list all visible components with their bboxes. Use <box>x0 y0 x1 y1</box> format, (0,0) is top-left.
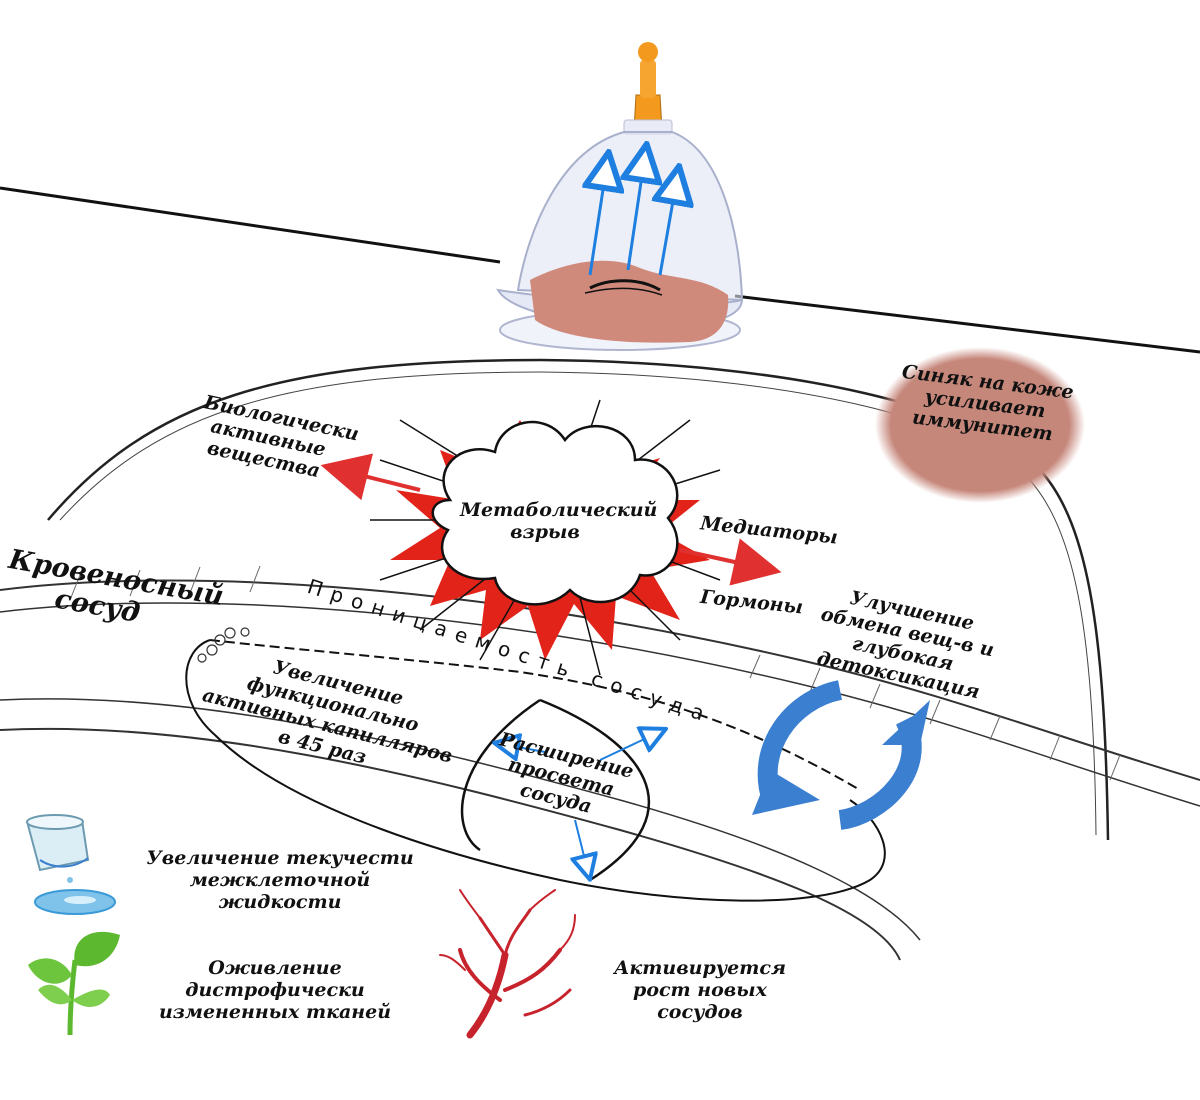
fluid-flow-label: Увеличение текучести межклеточной жидкос… <box>146 847 414 913</box>
water-glass-icon <box>26 814 116 915</box>
lumen-expansion-arrows <box>506 734 655 868</box>
metabolic-burst-label: Метаболический взрыв <box>460 499 658 543</box>
capillary-loop <box>185 639 886 902</box>
vessel-tree-icon <box>439 889 576 1039</box>
lumen-cross-section <box>460 698 651 882</box>
skin-bump <box>530 260 729 343</box>
vessel-wall <box>0 579 1200 961</box>
bruise-spot <box>875 347 1085 503</box>
sprout-icon <box>28 931 120 1036</box>
suction-arrows-icon <box>590 162 676 276</box>
explosion-icon <box>370 399 721 676</box>
vessel-growth-label: Активируется рост новых сосудов <box>613 957 787 1023</box>
tissue-dome-outline <box>47 358 1110 841</box>
skin-surface-line <box>0 186 1200 354</box>
output-arrows <box>320 453 782 586</box>
tissue-revival-label: Оживление дистрофически измененных ткане… <box>158 957 392 1023</box>
circular-arrows-icon <box>752 680 930 830</box>
